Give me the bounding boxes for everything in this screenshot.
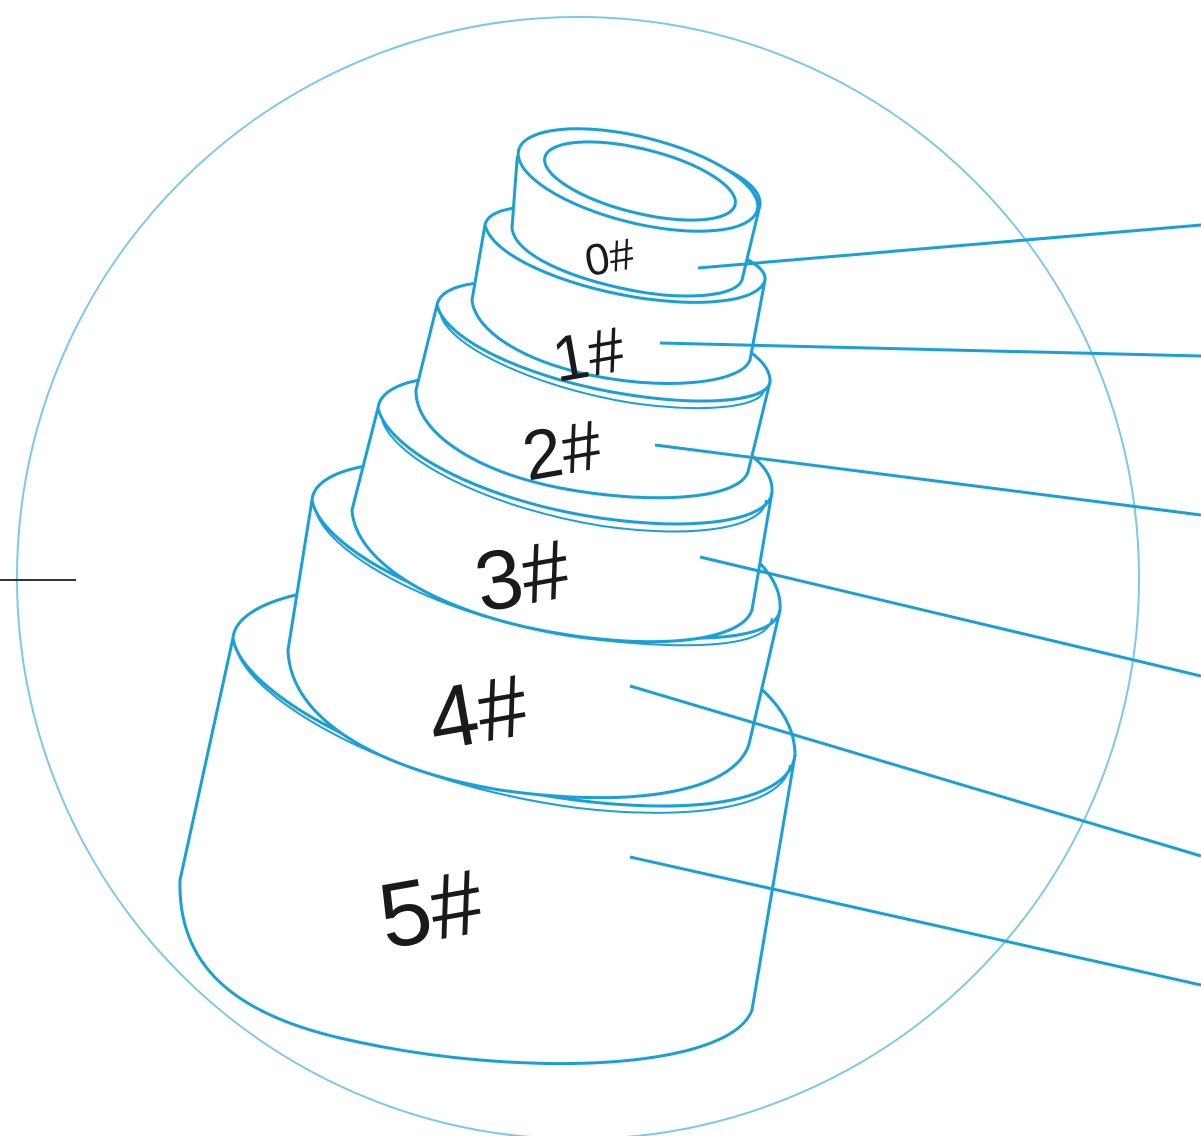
- tier-1-top-rim: [483, 224, 767, 304]
- tier-5-label: 5#: [371, 850, 490, 968]
- leader-line-4: [629, 684, 1201, 858]
- tier-5-inner-rim: [235, 647, 791, 814]
- tier-2-label: 2#: [517, 405, 607, 495]
- magnifier-circle: [16, 16, 1140, 1136]
- tier-0: [510, 127, 762, 298]
- tier-3-top-rim: [376, 407, 774, 526]
- tier-4-label: 4#: [421, 655, 535, 770]
- tier-3-inner-rim: [381, 419, 767, 533]
- leader-line-1: [659, 341, 1201, 358]
- leader-line-0: [697, 223, 1201, 270]
- tier-3-label: 3#: [468, 521, 577, 630]
- tier-2-inner-rim: [440, 315, 765, 410]
- leader-line-2: [654, 443, 1201, 517]
- leader-line-5: [629, 855, 1201, 987]
- tier-1-label: 1#: [547, 313, 630, 396]
- tier-2-top-rim: [435, 304, 772, 403]
- tier-0-label: 0#: [581, 229, 638, 286]
- leader-line-3: [699, 555, 1201, 678]
- tier-0-top-inner: [543, 140, 737, 222]
